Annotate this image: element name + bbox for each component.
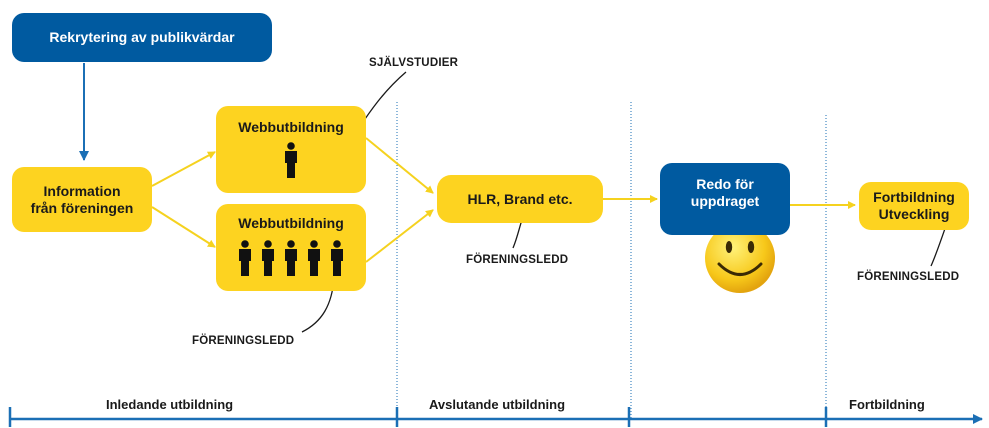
phase-label-avslutande: Avslutande utbildning (429, 397, 566, 412)
redo-label-line2: uppdraget (690, 193, 760, 209)
foreningsledd-mid-label: FÖRENINGSLEDD (466, 254, 569, 266)
webbutbildning-group-label: Webbutbildning (238, 215, 344, 231)
foreningsledd-left-label: FÖRENINGSLEDD (192, 335, 295, 347)
hlr-box: HLR, Brand etc. (437, 175, 603, 223)
fortbildning-box: Fortbildning Utveckling (859, 182, 969, 230)
person-icon (285, 142, 297, 178)
smiley-icon (705, 223, 775, 293)
phase-label-inledande: Inledande utbildning (106, 397, 234, 412)
redo-label-line1: Redo för (696, 176, 754, 192)
rekrytering-label: Rekrytering av publikvärdar (49, 29, 235, 45)
arrow-icon (365, 209, 434, 263)
person-icon (308, 240, 320, 276)
phase-label-fortbildning: Fortbildning (849, 397, 925, 412)
arrow-icon (365, 137, 434, 194)
person-icon (239, 240, 251, 276)
webbutbildning-single-box: Webbutbildning (216, 106, 366, 193)
foreningsledd-right-label: FÖRENINGSLEDD (857, 271, 960, 283)
information-box: Information från föreningen (12, 167, 152, 232)
redo-box: Redo för uppdraget (660, 163, 790, 235)
information-label-line2: från föreningen (30, 199, 134, 216)
arrow-icon (151, 206, 216, 248)
person-icon (331, 240, 343, 276)
fortbildning-label-line1: Fortbildning (873, 189, 955, 205)
information-label-line1: Information (43, 182, 121, 199)
person-icon (285, 240, 297, 276)
person-icon (262, 240, 274, 276)
arrow-icon (151, 151, 216, 187)
rekrytering-box: Rekrytering av publikvärdar (12, 13, 272, 62)
webbutbildning-single-label: Webbutbildning (238, 119, 344, 135)
hlr-label: HLR, Brand etc. (467, 190, 573, 207)
sjalvstudier-label: SJÄLVSTUDIER (369, 57, 459, 69)
fortbildning-label-line2: Utveckling (878, 206, 950, 222)
webbutbildning-group-box: Webbutbildning (216, 204, 366, 291)
